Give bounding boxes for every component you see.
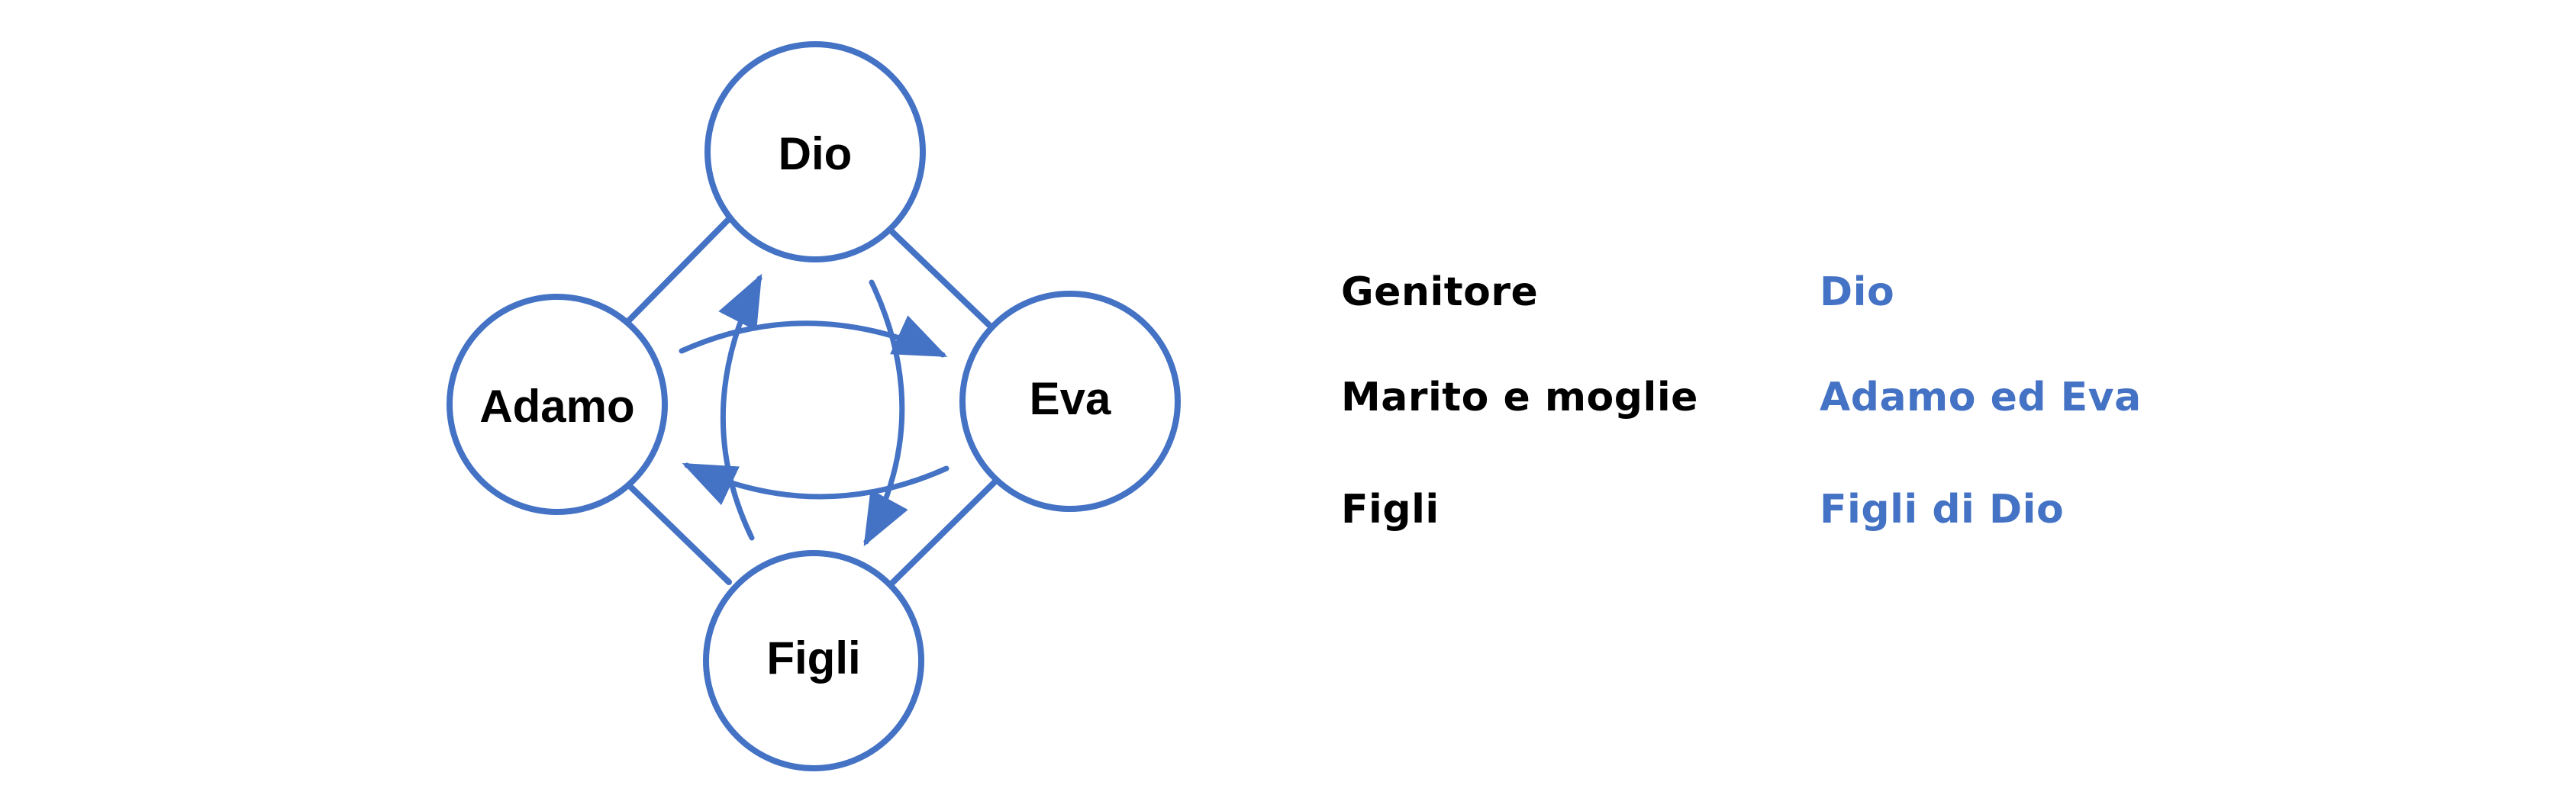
- line-dio-adamo: [625, 216, 732, 324]
- line-dio-eva: [888, 227, 994, 330]
- node-adamo-circle: [447, 294, 668, 515]
- node-adamo-label: Adamo: [479, 381, 634, 432]
- line-eva-figli: [886, 478, 999, 589]
- node-dio-circle: [704, 41, 926, 262]
- node-figli-label: Figli: [766, 632, 860, 684]
- center-arrows: [679, 273, 949, 547]
- arrow-adamo-to-eva: [679, 315, 948, 358]
- connector-lines: [625, 216, 999, 589]
- line-adamo-figli: [627, 483, 732, 585]
- node-eva-circle: [959, 291, 1181, 512]
- node-dio-label: Dio: [779, 128, 853, 179]
- arrow-dio-to-figli: [863, 279, 908, 547]
- arrow-figli-to-dio: [718, 273, 762, 541]
- arrow-eva-to-adamo: [682, 462, 949, 506]
- nodes: [447, 41, 1181, 771]
- node-figli-circle: [703, 550, 924, 771]
- node-eva-label: Eva: [1030, 373, 1111, 424]
